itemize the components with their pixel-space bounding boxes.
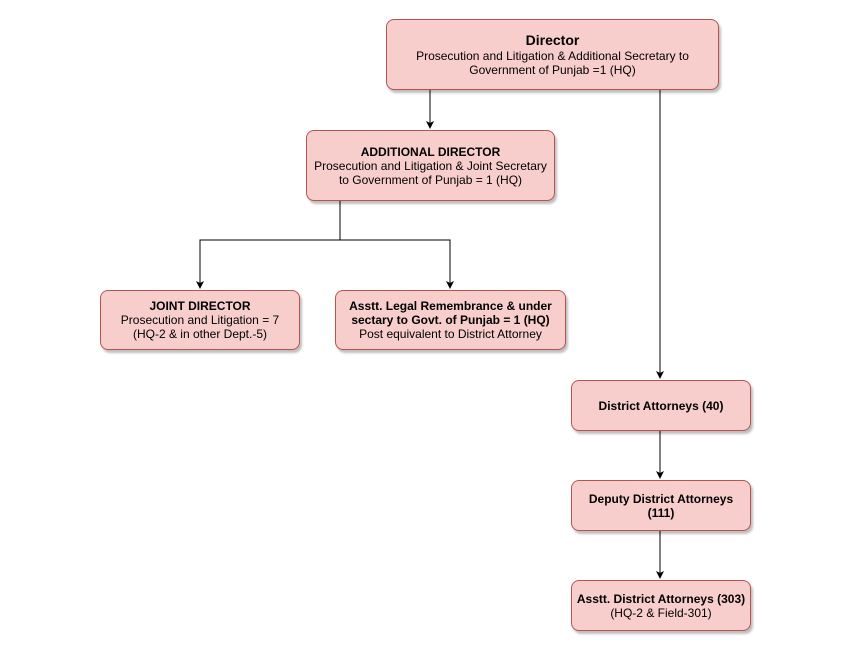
additional-director-line-2: Prosecution and Litigation & Joint Secre… [314,158,547,173]
joint-director-line-3: (HQ-2 & in other Dept.-5) [132,327,268,341]
additional-director-line-3: to Government of Punjab = 1 (HQ) [338,172,523,187]
joint-director-title: JOINT DIRECTOR [149,299,251,313]
node-deputy-district-attorneys[interactable]: Deputy District Attorneys (111) [571,480,751,531]
director-line-3: Government of Punjab =1 (HQ) [469,63,636,77]
edge-additional-to-asstt-legal [340,239,454,289]
node-joint-director[interactable]: JOINT DIRECTOR Prosecution and Litigatio… [100,290,300,350]
asstt-legal-line-3: Post equivalent to District Attorney [359,327,542,341]
district-attorneys-title: District Attorneys (40) [598,398,724,413]
node-district-attorneys[interactable]: District Attorneys (40) [571,380,751,431]
asstt-legal-line-2: sectary to Govt. of Punjab = 1 (HQ) [351,313,550,327]
deputy-district-attorneys-title: Deputy District Attorneys (111) [588,491,734,520]
node-asstt-district-attorneys[interactable]: Asstt. District Attorneys (303) (HQ-2 & … [571,580,751,631]
node-director[interactable]: Director Prosecution and Litigation & Ad… [386,19,719,90]
asstt-district-attorneys-line-2: (HQ-2 & Field-301) [610,605,712,620]
director-title: Director [525,32,580,48]
edge-additional-to-joint-director [196,201,341,289]
director-line-2: Prosecution and Litigation & Additional … [416,49,689,63]
joint-director-line-2: Prosecution and Litigation = 7 [120,313,280,327]
node-additional-director[interactable]: ADDITIONAL DIRECTOR Prosecution and Liti… [306,130,555,201]
asstt-district-attorneys-title: Asstt. District Attorneys (303) [576,591,746,606]
asstt-legal-line-1: Asstt. Legal Remembrance & under [349,299,552,313]
node-asstt-legal-remembrance[interactable]: Asstt. Legal Remembrance & under sectary… [335,290,566,350]
additional-director-title: ADDITIONAL DIRECTOR [360,144,501,159]
